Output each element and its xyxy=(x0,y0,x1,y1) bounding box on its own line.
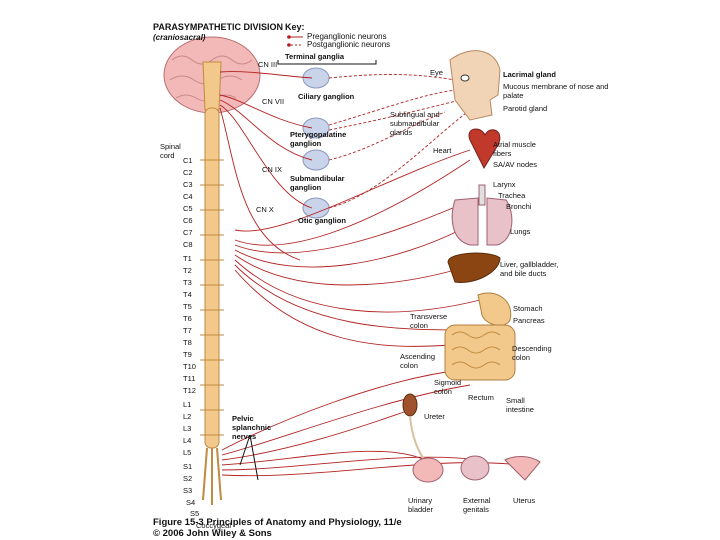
segment-label: C6 xyxy=(183,216,193,225)
head-profile xyxy=(449,50,501,121)
segment-label: T7 xyxy=(183,326,192,335)
sigmoid-label: Sigmoid colon xyxy=(434,378,462,396)
segment-label: L3 xyxy=(183,424,192,433)
pterygopalatine-ganglion-label: Pterygopalatine ganglion xyxy=(290,130,347,148)
submandibular-ganglion-label: Submandibular ganglion xyxy=(290,174,345,192)
segment-label: T2 xyxy=(183,266,192,275)
cn-vii-label: CN VII xyxy=(262,97,285,106)
figure-caption: Figure 15-3 Principles of Anatomy and Ph… xyxy=(153,517,402,539)
segment-label: L4 xyxy=(183,436,192,445)
lungs-label: Lungs xyxy=(510,227,531,236)
trachea-label: Trachea xyxy=(498,191,526,200)
ascending-label: Ascending colon xyxy=(400,352,436,370)
cauda-equina xyxy=(202,447,222,505)
larynx-label: Larynx xyxy=(493,180,516,189)
spinal-cord-body xyxy=(204,107,220,449)
brainstem xyxy=(202,61,222,111)
terminal-ganglia-bracket xyxy=(277,60,377,65)
pelvic-pointer xyxy=(239,434,259,481)
vagus-lines xyxy=(234,149,481,347)
segment-label: L5 xyxy=(183,448,192,457)
caption-line-1: Figure 15-3 Principles of Anatomy and Ph… xyxy=(153,517,402,528)
segment-label: T6 xyxy=(183,314,192,323)
segment-label: T10 xyxy=(183,362,196,371)
sa-av-label: SA/AV nodes xyxy=(493,160,538,169)
segment-label: C3 xyxy=(183,180,193,189)
liver-shape xyxy=(447,252,501,283)
transverse-label: Transverse colon xyxy=(410,312,448,330)
key-pre: Preganglionic neurons xyxy=(307,32,387,41)
descending-label: Descending colon xyxy=(512,344,552,362)
segment-label: T8 xyxy=(183,338,192,347)
segment-label: S3 xyxy=(183,486,193,495)
diagram-title: PARASYMPATHETIC DIVISION xyxy=(153,22,284,32)
cn-x-label: CN X xyxy=(256,205,274,214)
sublingual-label: Sublingual and submandibular glands xyxy=(390,110,440,137)
heart-shape xyxy=(468,128,501,170)
liver-label: Liver, gallbladder, and bile ducts xyxy=(500,260,559,278)
coccygeal-label: Coccygeal xyxy=(196,521,232,530)
pelvic-splanchnic-label: Pelvic splanchnic nerves xyxy=(232,414,272,441)
uterus-shape xyxy=(504,456,541,481)
atrial-label: Atrial muscle fibers xyxy=(493,140,536,158)
cn-iii-label: CN III xyxy=(258,60,278,69)
small-intestine-label: Small intestine xyxy=(506,396,534,414)
mucous-label: Mucous membrane of nose and palate xyxy=(503,82,609,100)
segment-label: T4 xyxy=(183,290,192,299)
key-post: Postganglionic neurons xyxy=(307,40,391,49)
terminal-ganglia-label: Terminal ganglia xyxy=(285,52,345,61)
kidney-shape xyxy=(402,393,418,417)
bladder-label: Urinary bladder xyxy=(408,496,434,514)
cn-ix-label: CN IX xyxy=(262,165,283,174)
segment-label: C4 xyxy=(183,192,193,201)
ureter-label: Ureter xyxy=(424,412,445,421)
eye-label: Eye xyxy=(430,68,443,77)
key-lines xyxy=(287,35,303,47)
heart-label: Heart xyxy=(433,146,452,155)
segment-label: S1 xyxy=(183,462,193,471)
stomach-shape xyxy=(477,292,512,326)
segment-label: T12 xyxy=(183,386,196,395)
segment-label: C1 xyxy=(183,156,193,165)
pancreas-label: Pancreas xyxy=(513,316,545,325)
spinal-cord-label: Spinal cord xyxy=(160,142,181,160)
key-heading: Key: xyxy=(285,22,305,32)
ciliary-ganglion-label: Ciliary ganglion xyxy=(298,92,355,101)
segment-label: S5 xyxy=(190,509,200,518)
stomach-label: Stomach xyxy=(513,304,543,313)
segment-label: T9 xyxy=(183,350,192,359)
rectum-label: Rectum xyxy=(468,393,494,402)
vertebra-marks xyxy=(200,159,224,436)
parotid-label: Parotid gland xyxy=(503,104,548,113)
intestine-shape xyxy=(444,324,516,381)
otic-ganglion-label: Otic ganglion xyxy=(298,216,346,225)
segment-label: S4 xyxy=(186,498,196,507)
segment-label: T1 xyxy=(183,254,192,263)
segment-label: C2 xyxy=(183,168,193,177)
diagram-subtitle: (craniosacral) xyxy=(153,33,206,42)
segment-label: C7 xyxy=(183,228,193,237)
cranial-nerve-lines xyxy=(219,71,313,261)
segment-label: T11 xyxy=(183,374,196,383)
segment-label: C8 xyxy=(183,240,193,249)
lacrimal-label: Lacrimal gland xyxy=(503,70,556,79)
segment-label: L1 xyxy=(183,400,192,409)
genitals-label: External genitals xyxy=(463,496,491,514)
genitals-shape xyxy=(460,455,490,481)
bronchi-label: Bronchi xyxy=(506,202,532,211)
lungs-shape xyxy=(451,184,513,246)
bladder-shape xyxy=(412,457,444,483)
caption-line-2: © 2006 John Wiley & Sons xyxy=(153,528,272,539)
segment-label: C5 xyxy=(183,204,193,213)
segment-label: T5 xyxy=(183,302,192,311)
uterus-label: Uterus xyxy=(513,496,536,505)
segment-label: T3 xyxy=(183,278,192,287)
segment-label: L2 xyxy=(183,412,192,421)
segment-label: S2 xyxy=(183,474,193,483)
head-nerve-lines xyxy=(328,74,471,209)
